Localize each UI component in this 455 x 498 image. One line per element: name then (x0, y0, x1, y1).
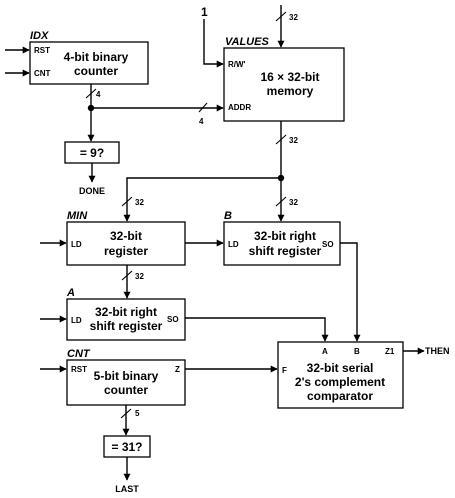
cnt-label-line2: counter (104, 383, 148, 397)
values-label-line1: 16 × 32-bit (260, 70, 319, 84)
idx-output-bus-slash (85, 88, 97, 99)
last-label: LAST (115, 484, 139, 494)
b-port-ld: LD (228, 240, 239, 249)
a-name: A (66, 287, 75, 299)
idx-label-line1: 4-bit binary (64, 50, 129, 64)
a-port-so: SO (167, 315, 179, 324)
b-label-line2: shift register (249, 244, 322, 258)
eq9-label: = 9? (80, 146, 104, 160)
values-output-bus-width: 32 (289, 136, 298, 145)
min-input-wire (123, 177, 281, 222)
cnt-port-rst: RST (71, 365, 87, 374)
values-port-rw: R/W' (228, 60, 246, 69)
comparator-box (277, 341, 404, 409)
rw-input-wire (203, 19, 224, 68)
comparator-port-b: B (354, 347, 360, 356)
b-label-line1: 32-bit right (254, 229, 316, 243)
a-shift-register-box (66, 298, 186, 341)
min-label-line2: register (104, 244, 148, 258)
cnt-label-line1: 5-bit binary (94, 369, 159, 383)
rw-constant-input: 1 (201, 5, 208, 19)
comparator-port-f: F (282, 366, 287, 375)
b-name: B (224, 210, 232, 222)
min-input-bus-slash (121, 196, 133, 207)
idx-label-line2: counter (74, 64, 118, 78)
idx-output-bus-width: 4 (96, 90, 101, 99)
b-so-wire (340, 242, 361, 342)
addr-bus-slash (198, 102, 208, 113)
b-shift-register-box (223, 221, 341, 266)
comparator-port-a: A (322, 347, 328, 356)
min-name: MIN (67, 210, 88, 222)
values-port-addr: ADDR (228, 103, 251, 112)
min-to-a-bus-width: 32 (135, 272, 144, 281)
cnt-output-bus-slash (120, 408, 132, 419)
values-data-in-bus-slash (275, 11, 287, 22)
values-name: VALUES (225, 36, 269, 48)
idx-port-cnt: CNT (34, 69, 51, 78)
min-port-ld: LD (71, 240, 82, 249)
done-label: DONE (79, 186, 105, 196)
comparator-label-line2: 2's complement (295, 375, 385, 389)
values-label-line2: memory (267, 84, 314, 98)
b-input-bus-slash (275, 196, 287, 207)
b-input-bus-width: 32 (289, 198, 298, 207)
a-label-line2: shift register (90, 319, 163, 333)
then-label: THEN (425, 346, 450, 356)
a-port-ld: LD (71, 316, 82, 325)
idx-name: IDX (30, 30, 49, 42)
idx-counter-box (29, 41, 149, 85)
a-so-wire (185, 317, 329, 342)
values-output-bus-slash (275, 134, 287, 145)
min-input-bus-width: 32 (135, 198, 144, 207)
cnt-output-bus-width: 5 (135, 409, 140, 418)
b-port-so: SO (322, 240, 334, 249)
comparator-port-z1: Z1 (385, 347, 395, 356)
cnt-port-z: Z (175, 365, 180, 374)
eq31-label: = 31? (111, 440, 142, 454)
values-data-in-bus-width: 32 (289, 13, 298, 22)
addr-bus-width: 4 (199, 117, 204, 126)
idx-port-rst: RST (34, 46, 50, 55)
comparator-label-line1: 32-bit serial (307, 361, 374, 375)
min-to-a-bus-slash (121, 270, 133, 281)
cnt-name: CNT (67, 348, 91, 360)
a-label-line1: 32-bit right (95, 305, 157, 319)
comparator-label-line3: comparator (307, 389, 373, 403)
values-memory-box (223, 47, 345, 122)
min-label-line1: 32-bit (110, 229, 142, 243)
